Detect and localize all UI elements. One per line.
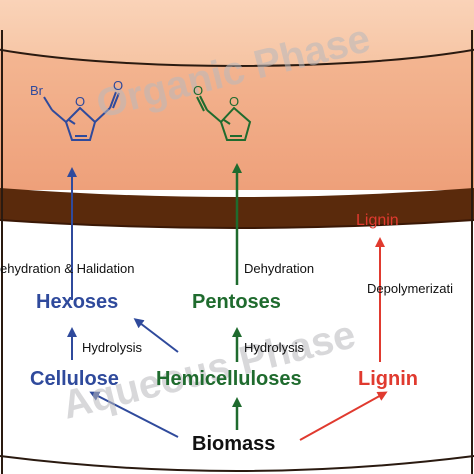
lignin-compound-label: Lignin bbox=[358, 368, 418, 390]
bromomethylfurfural-molecule bbox=[43, 91, 120, 141]
right-carbonyl-oxygen-label: O bbox=[193, 83, 204, 98]
left-carbonyl-oxygen-label: O bbox=[113, 78, 124, 93]
dehydration-halidation-label: ehydration & Halidation bbox=[0, 261, 135, 276]
hydrolysis-left-label: Hydrolysis bbox=[82, 340, 142, 355]
furfural-molecule bbox=[196, 95, 252, 141]
arrow-hemicelluloses-to-hexoses bbox=[133, 318, 179, 353]
depolymerization-label: Depolymerizati bbox=[367, 281, 453, 296]
lignin-layer-label: Lignin bbox=[356, 212, 399, 229]
container-top-rim bbox=[0, 0, 474, 67]
hydrolysis-right-label: Hydrolysis bbox=[244, 340, 304, 355]
biomass-label: Biomass bbox=[192, 433, 276, 455]
dehydration-label: Dehydration bbox=[244, 261, 315, 276]
arrow-biomass-to-lignin bbox=[299, 391, 388, 441]
cellulose-label: Cellulose bbox=[30, 368, 119, 390]
container-bottom-rim bbox=[0, 455, 474, 472]
right-ring-oxygen-label: O bbox=[229, 94, 240, 109]
hemicelluloses-label: Hemicelluloses bbox=[156, 368, 302, 390]
left-ring-oxygen-label: O bbox=[75, 94, 86, 109]
bromine-atom-label: Br bbox=[30, 83, 43, 98]
pentoses-label: Pentoses bbox=[192, 291, 281, 313]
arrow-biomass-to-cellulose bbox=[89, 391, 179, 438]
hexoses-label: Hexoses bbox=[36, 291, 119, 313]
